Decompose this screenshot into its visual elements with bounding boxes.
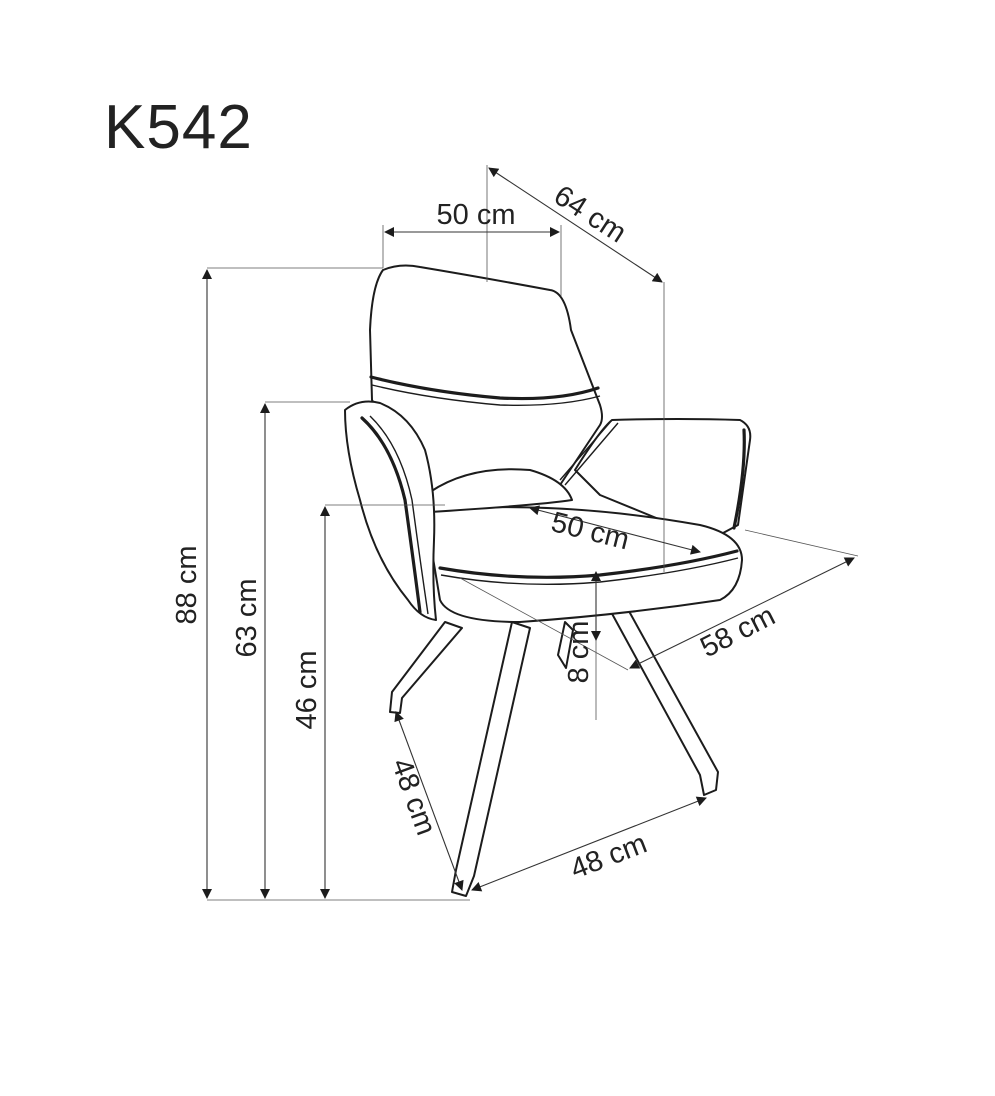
backrest-piping	[369, 375, 600, 401]
dim-line-base-left	[394, 711, 464, 891]
label-armrest-height: 63 cm	[231, 579, 263, 658]
backrest	[369, 264, 603, 491]
dim-line-seat-width	[529, 505, 701, 555]
label-back-width: 50 cm	[437, 199, 516, 231]
product-title: K542	[104, 93, 253, 162]
back-left-leg	[389, 621, 463, 714]
dimension-lines	[202, 167, 855, 899]
label-base-left: 48 cm	[385, 754, 442, 839]
label-seat-height: 46 cm	[291, 651, 323, 730]
label-seat-thickness: 8 cm	[563, 621, 595, 684]
seat-back-cushion	[429, 468, 573, 513]
dim-line-base-right	[471, 796, 707, 892]
dim-line-depth	[488, 167, 663, 283]
dim-line-seat-depth	[629, 557, 855, 669]
back-right-leg	[557, 621, 574, 669]
front-left-leg	[451, 621, 531, 897]
label-total-height: 88 cm	[171, 546, 203, 625]
label-seat-depth: 58 cm	[695, 600, 780, 664]
